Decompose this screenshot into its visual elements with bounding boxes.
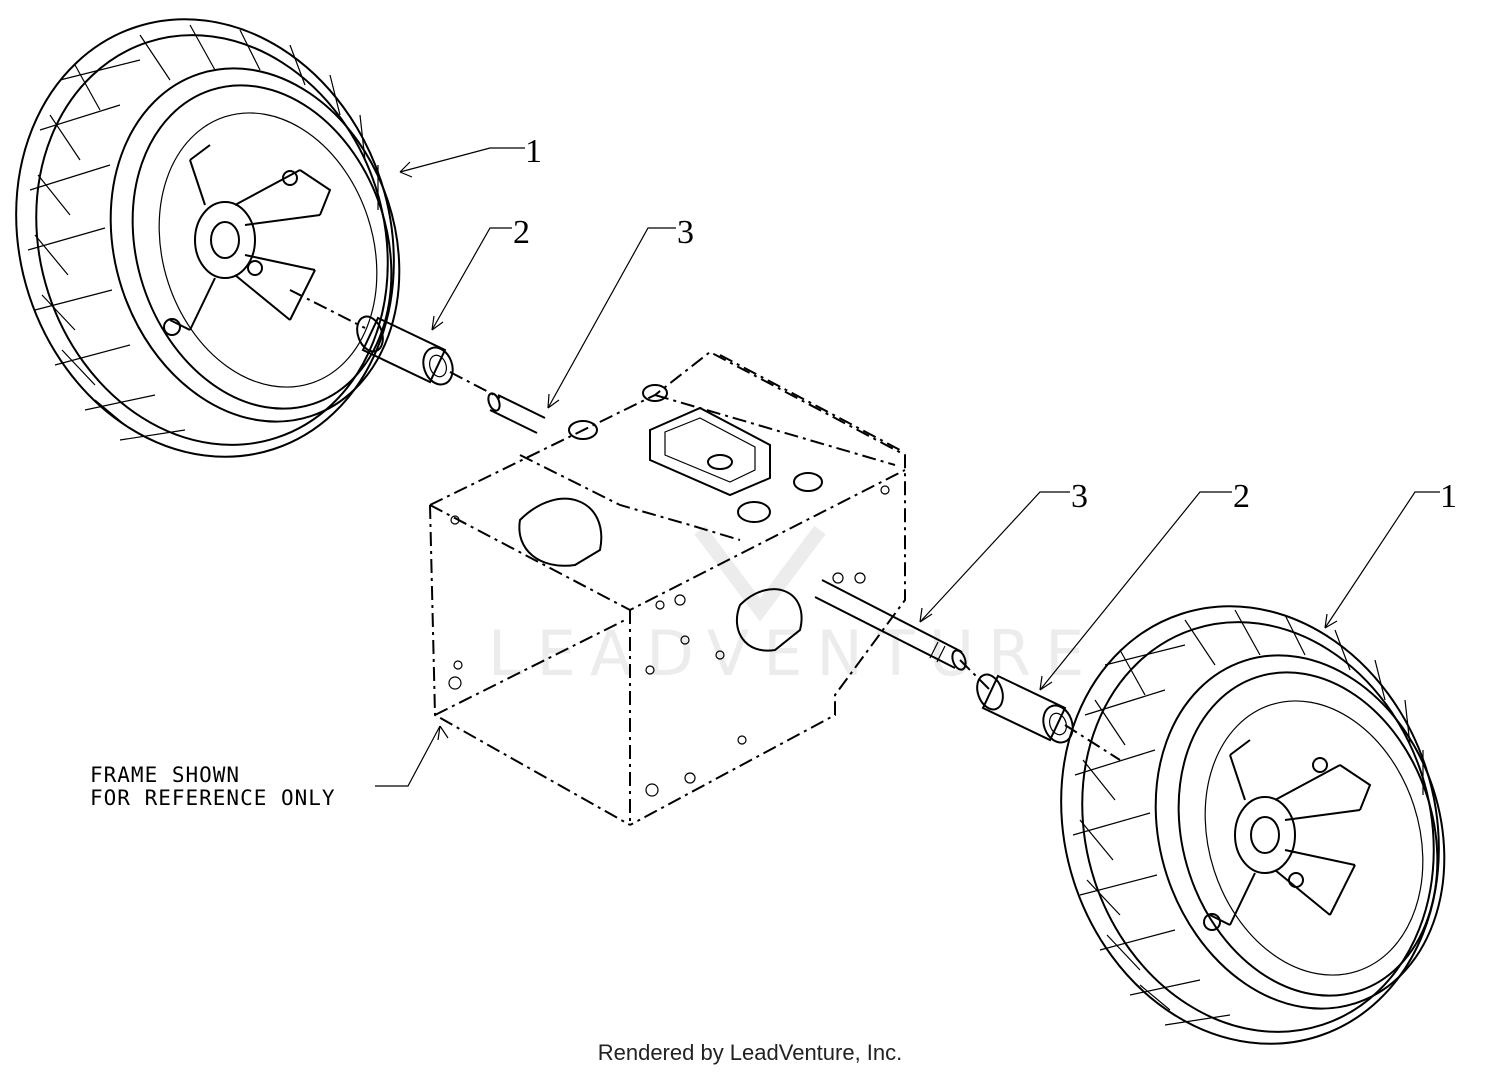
tread-pattern-right bbox=[1072, 609, 1424, 1026]
callout-1-right: 1 bbox=[1440, 478, 1457, 515]
callout-1-left: 1 bbox=[525, 133, 542, 170]
centerline-right bbox=[959, 659, 1121, 761]
tread-pattern-left bbox=[27, 24, 379, 441]
wheel-left[interactable] bbox=[0, 0, 450, 506]
hub-left bbox=[163, 144, 332, 336]
hub-right bbox=[1203, 739, 1372, 931]
callout-2-right: 2 bbox=[1233, 478, 1250, 515]
axle-left[interactable] bbox=[486, 392, 546, 434]
centerline-left bbox=[289, 289, 501, 399]
frame-note-line2: FOR REFERENCE ONLY bbox=[90, 786, 336, 810]
footer-credit: Rendered by LeadVenture, Inc. bbox=[597, 1040, 903, 1065]
frame-note-line1: FRAME SHOWN bbox=[90, 763, 240, 787]
callout-2-left: 2 bbox=[513, 214, 530, 251]
watermark-logo-icon bbox=[694, 525, 826, 622]
callout-3-right: 3 bbox=[1071, 478, 1088, 515]
leader-lines bbox=[375, 147, 1440, 787]
watermark-text: LEADVENTURE bbox=[488, 617, 1098, 690]
frame-reference bbox=[429, 350, 906, 826]
spacer-left[interactable] bbox=[353, 313, 458, 389]
callout-3-left: 3 bbox=[677, 214, 694, 251]
spacer-right[interactable] bbox=[973, 671, 1078, 747]
wheel-right[interactable] bbox=[1005, 557, 1494, 1072]
